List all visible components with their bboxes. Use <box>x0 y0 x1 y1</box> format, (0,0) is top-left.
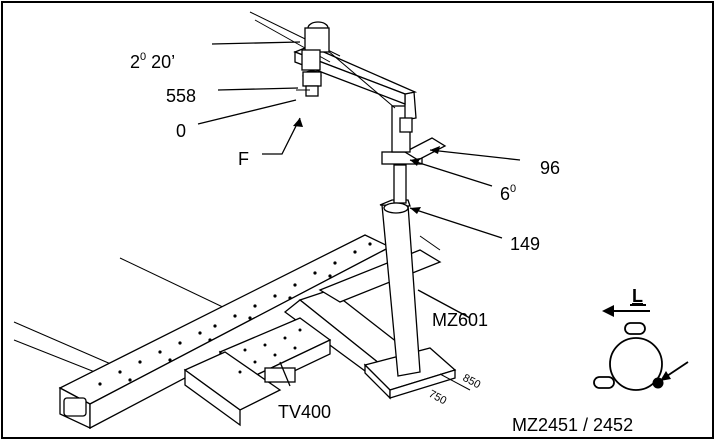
label-angle-6-degree: 0 <box>510 183 516 195</box>
label-0: 0 <box>176 121 186 141</box>
hanging-arm <box>391 91 417 153</box>
top-swivel <box>296 21 330 97</box>
tv400-table <box>183 317 332 427</box>
label-mz2451: MZ2451 / 2452 <box>512 415 633 435</box>
leader-lines <box>197 41 521 387</box>
label-angle-top-value: 2 <box>130 52 140 72</box>
label-96: 96 <box>540 158 560 178</box>
label-mz601: MZ601 <box>432 310 488 330</box>
machine-drawing <box>13 11 471 430</box>
label-750: 750 <box>427 388 449 407</box>
left-arrow-icon <box>602 305 650 317</box>
slot-left <box>593 376 615 389</box>
label-angle-top: 20 20’ <box>130 51 175 72</box>
label-angle-top-degree: 0 <box>140 51 146 63</box>
pointer-arrow-icon <box>660 361 689 381</box>
upper-arm <box>249 11 418 109</box>
main-circle <box>609 337 663 391</box>
label-850: 850 <box>461 372 483 391</box>
label-tv400: TV400 <box>278 402 331 422</box>
rotation-symbol: L <box>593 286 689 391</box>
label-558: 558 <box>166 86 196 106</box>
slot-top <box>624 322 646 335</box>
label-l: L <box>632 286 643 306</box>
top-plate <box>403 137 447 161</box>
label-f: F <box>238 149 249 169</box>
label-angle-top-minutes: 20’ <box>146 52 175 72</box>
label-149: 149 <box>510 234 540 254</box>
label-angle-6-value: 6 <box>500 184 510 204</box>
label-angle-6: 60 <box>500 183 516 204</box>
long-beam <box>58 234 392 430</box>
